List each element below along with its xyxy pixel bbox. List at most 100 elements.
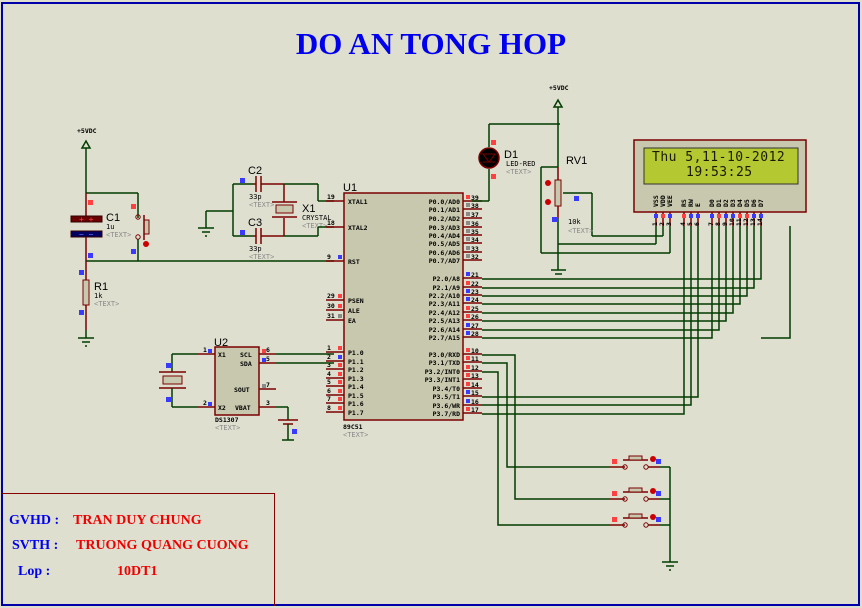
u1-pin-name: P0.3/AD3 — [429, 224, 460, 232]
u1-pin-name: P1.2 — [348, 366, 364, 374]
u1-pin-name: P0.1/AD1 — [429, 206, 460, 214]
u1-pin-number: 39 — [471, 194, 479, 202]
u1-pin-name: P3.2/INT0 — [425, 368, 460, 376]
svg-text:5: 5 — [266, 355, 270, 363]
u1-pin-number: 30 — [327, 302, 335, 310]
c1-text: <TEXT> — [106, 231, 131, 239]
u1-pin-name: P3.7/RD — [433, 410, 460, 418]
svg-text:− −: − − — [79, 230, 94, 239]
d1-value: LED-RED — [506, 160, 536, 168]
u1-pin-name: P1.4 — [348, 383, 364, 391]
svg-text:X2: X2 — [218, 404, 226, 412]
u1-pin-number: 12 — [471, 364, 479, 372]
wires — [482, 226, 791, 526]
u1-pin-name: EA — [348, 317, 356, 325]
u1-microcontroller[interactable]: U1 89C51 <TEXT> 19XTAL118XTAL29RST29PSEN… — [326, 182, 482, 439]
lcd-pin-name: E — [694, 203, 702, 207]
u1-pin-name: P3.1/TXD — [429, 359, 460, 367]
u1-pin-name: P2.6/A14 — [429, 326, 460, 334]
info-panel: GVHD : TRAN DUY CHUNG SVTH : TRUONG QUAN… — [2, 493, 275, 606]
c2-ref: C2 — [248, 165, 262, 177]
lcd-pin-name: VSS — [652, 195, 660, 207]
u1-pin-number: 13 — [471, 372, 479, 380]
svg-text:SOUT: SOUT — [234, 386, 250, 394]
u1-part: 89C51 — [343, 423, 363, 431]
u1-pin-name: XTAL1 — [348, 198, 368, 206]
r1-body — [82, 279, 90, 306]
c3-text: <TEXT> — [249, 253, 274, 261]
u1-pin-number: 37 — [471, 211, 479, 219]
lcd-module[interactable]: VSS1VDD2VEE3RS4RW5E6D07D18D29D310D411D51… — [633, 139, 807, 226]
c1-value: 1u — [106, 223, 114, 231]
svg-text:+ +: + + — [79, 215, 94, 224]
lcd-pin-number: 4 — [679, 222, 687, 226]
lcd-pin-number: 2 — [658, 222, 666, 226]
u1-pin-name: P0.0/AD0 — [429, 198, 460, 206]
u1-pin-number: 18 — [327, 219, 335, 227]
u1-pin-number: 34 — [471, 236, 479, 244]
u1-pin-number: 36 — [471, 220, 479, 228]
push-button-1[interactable] — [610, 455, 670, 470]
u1-pin-number: 3 — [327, 361, 331, 369]
u1-pin-number: 4 — [327, 370, 331, 378]
lcd-pin-name: D0 — [708, 199, 716, 207]
u1-pin-number: 1 — [327, 344, 331, 352]
c2-text: <TEXT> — [249, 201, 274, 209]
info-key-gvhd: GVHD : — [9, 513, 60, 528]
u1-pin-name: P1.0 — [348, 349, 364, 357]
d1-ref: D1 — [504, 149, 518, 161]
u2-body — [214, 346, 260, 416]
info-key-svth: SVTH : — [12, 538, 59, 553]
svg-text:1: 1 — [203, 346, 207, 354]
r1-text: <TEXT> — [94, 300, 119, 308]
u1-pin-name: P3.6/WR — [433, 402, 460, 410]
u1-pin-name: P1.5 — [348, 392, 364, 400]
u1-pin-number: 16 — [471, 398, 479, 406]
push-button-2[interactable] — [610, 487, 670, 502]
u1-pin-name: XTAL2 — [348, 224, 368, 232]
u1-pin-number: 31 — [327, 312, 335, 320]
u1-pin-number: 10 — [471, 347, 479, 355]
lcd-pin-number: 5 — [686, 222, 694, 226]
oscillator-circuit: C2 33p <TEXT> C3 33p <TEXT> X1 CRYSTAL <… — [198, 165, 334, 261]
u1-pin-number: 5 — [327, 378, 331, 386]
u1-pin-number: 11 — [471, 355, 479, 363]
lcd-pin-name: D4 — [736, 199, 744, 207]
svg-text:SDA: SDA — [240, 360, 252, 368]
u2-rtc[interactable]: U2 DS1307 <TEXT> 1 X1 2 X2 6 SCL 5 SDA 7… — [159, 337, 334, 441]
reset-button[interactable] — [131, 204, 150, 261]
lcd-pin-name: RS — [680, 199, 688, 207]
c1-ref: C1 — [106, 212, 120, 224]
u1-pin-name: P1.6 — [348, 400, 364, 408]
power-arrow-icon — [552, 98, 564, 108]
lcd-pin-number: 10 — [728, 218, 736, 226]
u1-pin-name: P3.0/RXD — [429, 351, 460, 359]
u1-pin-number: 8 — [327, 404, 331, 412]
u1-pin-number: 22 — [471, 280, 479, 288]
u1-pin-name: P2.0/A8 — [433, 275, 460, 283]
u1-pin-number: 32 — [471, 253, 479, 261]
u1-pin-name: RST — [348, 258, 360, 266]
u1-text: <TEXT> — [343, 431, 368, 439]
svg-text:SCL: SCL — [240, 351, 252, 359]
u1-pin-number: 14 — [471, 381, 479, 389]
lcd-pin-number: 13 — [749, 218, 757, 226]
u1-pin-name: P2.4/A12 — [429, 309, 460, 317]
svg-text:3: 3 — [266, 399, 270, 407]
u1-pin-name: P1.1 — [348, 358, 364, 366]
crystal-body — [275, 204, 294, 214]
lcd-line-1: Thu 5,11-10-2012 — [652, 150, 786, 165]
push-button-3[interactable] — [610, 513, 670, 528]
lcd-pin-number: 8 — [714, 222, 722, 226]
u1-pin-name: P0.4/AD4 — [429, 232, 460, 240]
power-arrow-icon — [80, 139, 92, 149]
lcd-pin-number: 9 — [721, 222, 729, 226]
svg-text:2: 2 — [203, 399, 207, 407]
u1-pin-name: P0.2/AD2 — [429, 215, 460, 223]
u1-pin-number: 2 — [327, 353, 331, 361]
info-value-svth: TRUONG QUANG CUONG — [76, 538, 249, 553]
c1-plus-plate — [70, 215, 103, 223]
lcd-pin-name: VDD — [659, 195, 667, 207]
